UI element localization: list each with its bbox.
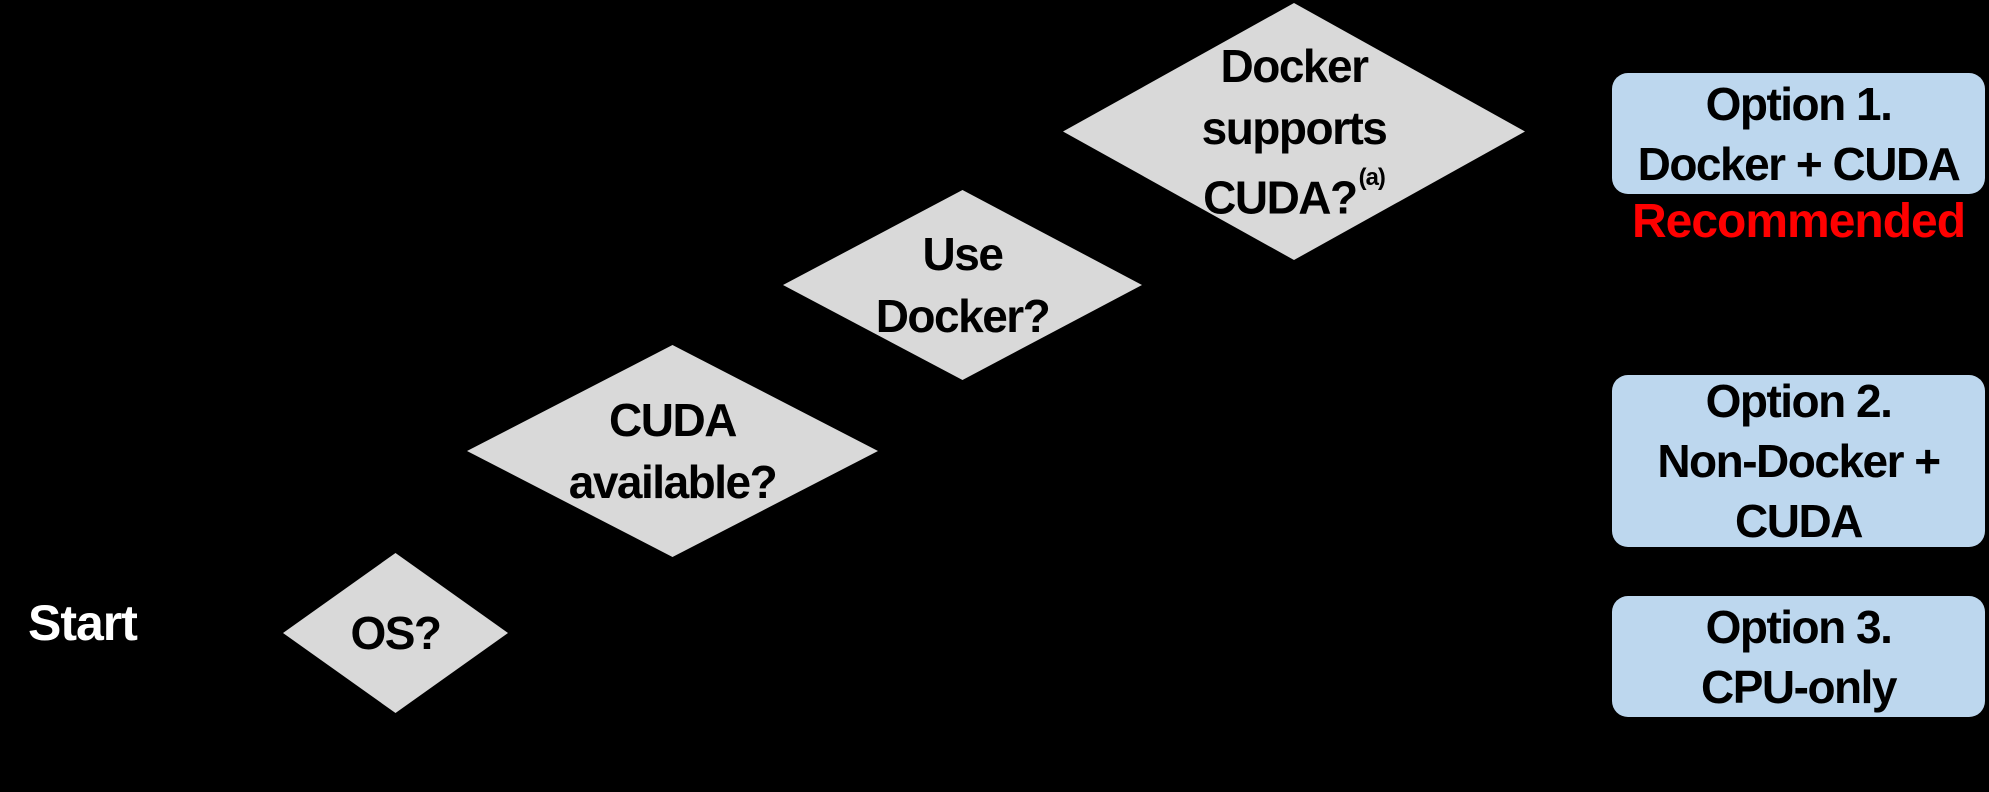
decision-cuda-available-text: CUDA available? [568,389,778,513]
decision-line: Docker? [875,290,1051,342]
decision-line: supports [1201,101,1388,154]
start-label: Start [28,595,138,651]
decision-line: CUDA [609,394,737,446]
recommended-label: Recommended [1631,195,1966,248]
option-line: Option 1. [1705,77,1893,130]
option-line: Non-Docker + [1657,435,1941,487]
decision-line: OS? [350,607,442,659]
decision-line: CUDA?(a) [1202,159,1387,228]
option-1-box: Option 1. Docker + CUDA [1612,73,1985,194]
decision-use-docker: Use Docker? [783,190,1142,380]
option-line: Option 2. [1705,375,1893,427]
option-line: Option 3. [1705,600,1893,653]
decision-os: OS? [283,553,508,713]
decision-cuda-available: CUDA available? [467,345,878,557]
decision-line: Use [922,228,1004,280]
option-3-box: Option 3. CPU-only [1612,596,1985,717]
option-line: Docker + CUDA [1637,137,1961,190]
option-line: CPU-only [1701,660,1898,713]
option-2-box: Option 2. Non-Docker + CUDA [1612,375,1985,547]
decision-line: Docker [1220,39,1369,92]
decision-line: available? [568,456,778,508]
decision-use-docker-text: Use Docker? [875,223,1051,347]
option-line: CUDA [1735,495,1863,547]
decision-docker-supports-cuda: Docker supports CUDA?(a) [1063,3,1525,260]
decision-docker-supports-cuda-text: Docker supports CUDA?(a) [1201,35,1388,228]
decision-os-text: OS? [350,602,442,664]
decision-line-main: CUDA? [1203,171,1358,224]
footnote-marker: (a) [1358,164,1386,192]
